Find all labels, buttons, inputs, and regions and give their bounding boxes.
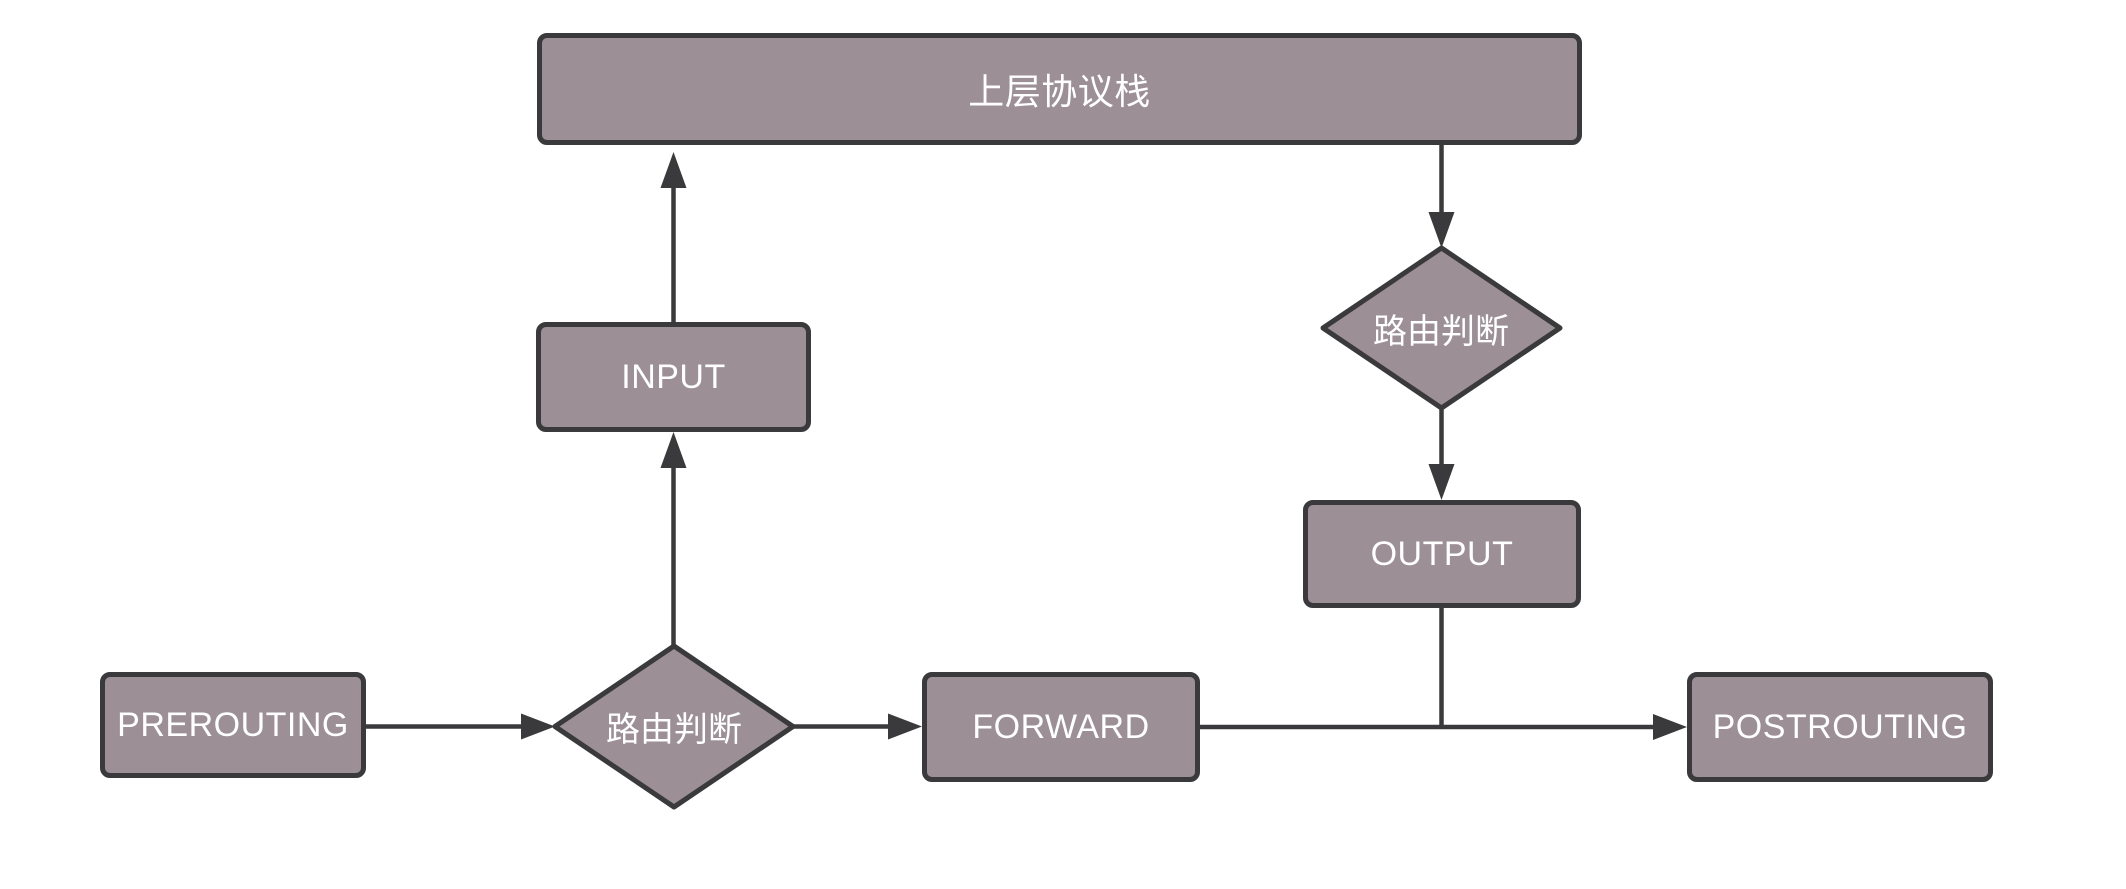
arrowhead-up-icon bbox=[660, 152, 687, 188]
arrowhead-right-icon bbox=[888, 713, 922, 740]
node-forward: FORWARD bbox=[922, 672, 1200, 782]
arrowhead-up-icon bbox=[660, 432, 687, 468]
node-forward-label: FORWARD bbox=[972, 707, 1150, 746]
arrowhead-right-icon bbox=[1653, 714, 1687, 740]
node-postrouting: POSTROUTING bbox=[1687, 672, 1993, 782]
node-output-label: OUTPUT bbox=[1370, 534, 1514, 573]
node-input: INPUT bbox=[536, 322, 811, 432]
node-routing-decision-top-label: 路由判断 bbox=[1373, 312, 1509, 351]
arrowhead-down-icon bbox=[1428, 464, 1455, 500]
node-postrouting-label: POSTROUTING bbox=[1712, 707, 1968, 746]
node-protocol-stack: 上层协议栈 bbox=[537, 33, 1582, 145]
arrowhead-right-icon bbox=[521, 713, 555, 740]
node-prerouting-label: PREROUTING bbox=[117, 705, 349, 744]
node-routing-decision-bottom: 路由判断 bbox=[554, 701, 794, 751]
routing-decision-top-diamond bbox=[1320, 245, 1563, 411]
arrowhead-down-icon bbox=[1428, 212, 1455, 248]
routing-decision-bottom-diamond bbox=[552, 643, 796, 810]
node-input-label: INPUT bbox=[621, 357, 726, 396]
node-prerouting: PREROUTING bbox=[100, 672, 366, 778]
node-output: OUTPUT bbox=[1303, 500, 1581, 608]
node-routing-decision-top: 路由判断 bbox=[1321, 303, 1561, 353]
node-routing-decision-bottom-label: 路由判断 bbox=[606, 710, 742, 749]
node-protocol-stack-label: 上层协议栈 bbox=[968, 71, 1151, 112]
